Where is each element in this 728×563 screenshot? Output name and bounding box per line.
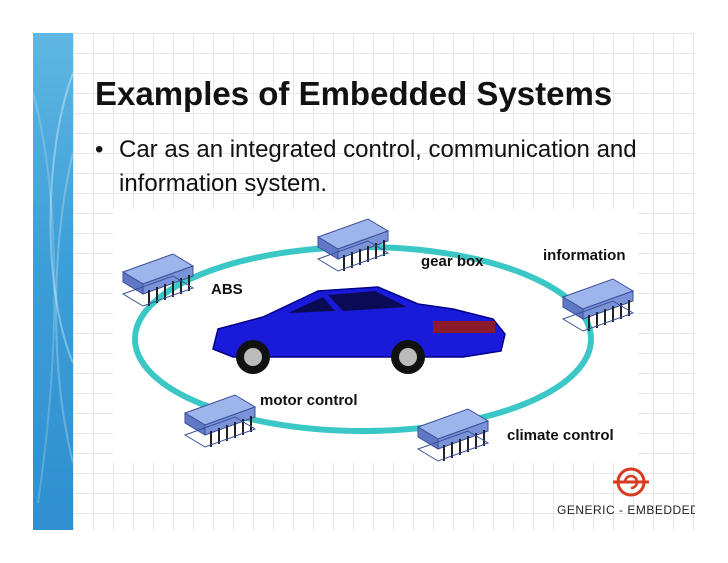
slide-title: Examples of Embedded Systems [95, 75, 613, 112]
chip-climate-control [417, 408, 489, 462]
embedded-car-diagram: gear box information ABS motor control c… [113, 209, 638, 463]
bullet-point: • Car as an integrated control, communic… [95, 133, 665, 201]
logo-text: GENERIC - EMBEDDED [557, 503, 695, 517]
label-abs: ABS [211, 281, 243, 298]
chip-information [562, 278, 634, 332]
chip-abs [122, 253, 194, 307]
logo-mark-icon [613, 467, 649, 497]
label-motor-control: motor control [260, 392, 358, 409]
slide: Examples of Embedded Systems • Car as an… [33, 33, 695, 530]
decorative-left-stripe [33, 33, 73, 530]
generic-embedded-logo: GENERIC - EMBEDDED [553, 463, 695, 523]
label-information: information [543, 247, 626, 264]
chip-gear-box [317, 218, 389, 272]
bullet-text: Car as an integrated control, communicat… [119, 136, 637, 197]
label-gear-box: gear box [421, 253, 484, 270]
bullet-marker: • [95, 136, 104, 163]
label-climate-control: climate control [507, 427, 614, 444]
car-image [212, 286, 506, 374]
